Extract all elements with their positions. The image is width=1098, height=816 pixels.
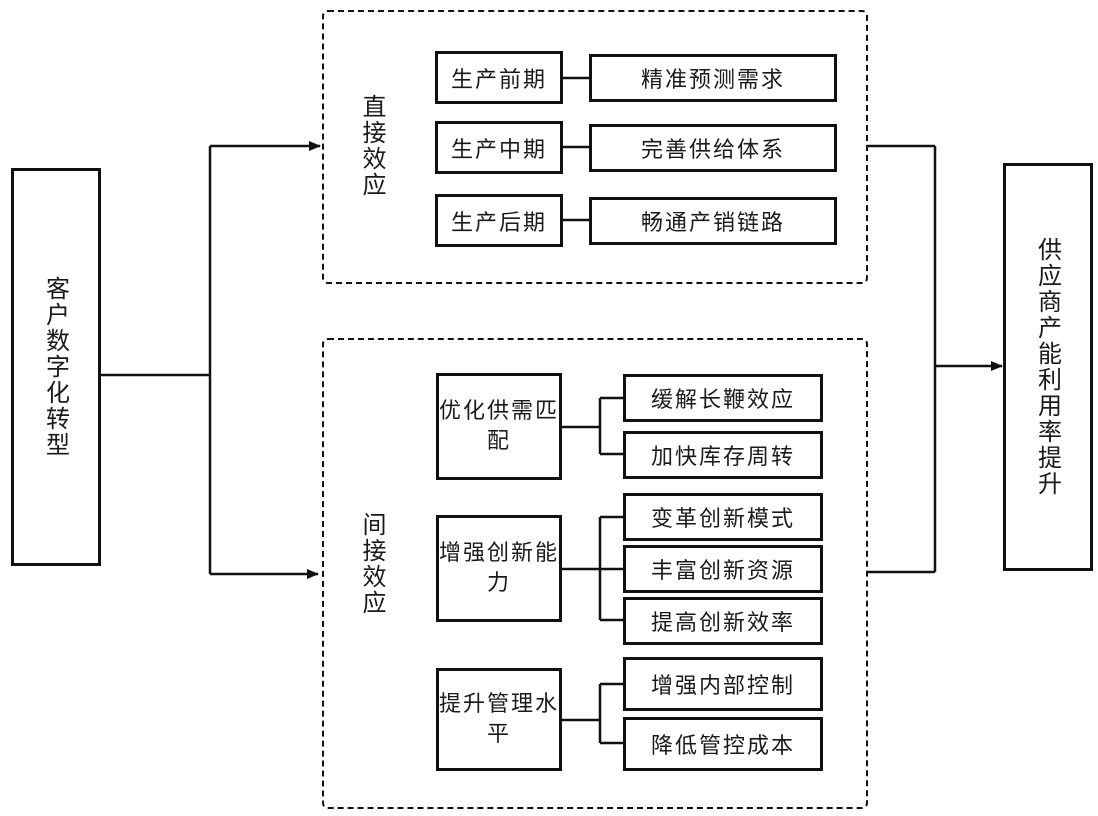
stage-label: 生产中期	[450, 137, 547, 163]
effect-box-sales-chain: 畅通产销链路	[589, 197, 837, 245]
target-box: 供应商产能利用率提升	[1003, 163, 1093, 571]
child-box-bullwhip: 缓解长鞭效应	[623, 374, 823, 422]
stage-label: 生产前期	[450, 67, 547, 93]
effect-label: 完善供给体系	[640, 138, 785, 163]
stage-label: 生产后期	[450, 210, 547, 236]
direct-effect-group	[322, 10, 868, 284]
mechanism-label: 提升管理水平	[439, 691, 560, 747]
bracket-mechanism-3	[561, 682, 624, 745]
mechanism-box-management: 提升管理水平	[436, 668, 562, 771]
effect-label: 精准预测需求	[640, 68, 785, 93]
child-label: 增强内部控制	[650, 674, 795, 699]
stage-box-mid-production: 生产中期	[435, 121, 563, 174]
effect-box-forecast-demand: 精准预测需求	[589, 54, 837, 102]
bracket-mechanism-2	[561, 515, 624, 622]
effect-label: 畅通产销链路	[640, 211, 785, 236]
mechanism-label: 增强创新能力	[439, 540, 560, 596]
child-box-inventory-turnover: 加快库存周转	[623, 431, 823, 479]
indirect-effect-group	[322, 338, 868, 809]
source-label: 客户数字化转型	[41, 276, 70, 458]
child-label: 降低管控成本	[650, 734, 795, 759]
child-box-innovation-efficiency: 提高创新效率	[623, 597, 823, 645]
mechanism-box-innovation: 增强创新能力	[436, 515, 562, 622]
mechanism-box-supply-demand: 优化供需匹配	[436, 373, 562, 480]
child-label: 丰富创新资源	[650, 559, 795, 584]
child-label: 缓解长鞭效应	[650, 388, 795, 413]
stage-box-post-production: 生产后期	[435, 194, 563, 247]
child-label: 提高创新效率	[650, 611, 795, 636]
stage-box-pre-production: 生产前期	[435, 51, 563, 104]
child-label: 加快库存周转	[650, 445, 795, 470]
effect-box-supply-system: 完善供给体系	[589, 124, 837, 172]
source-box: 客户数字化转型	[11, 168, 101, 566]
indirect-effect-label: 间接效应	[358, 512, 386, 616]
bracket-mechanism-1	[561, 396, 624, 456]
mechanism-label: 优化供需匹配	[439, 398, 560, 454]
child-box-innovation-mode: 变革创新模式	[623, 493, 823, 541]
child-label: 变革创新模式	[650, 507, 795, 532]
child-box-internal-control: 增强内部控制	[623, 657, 823, 711]
target-label: 供应商产能利用率提升	[1033, 237, 1062, 497]
child-box-innovation-resources: 丰富创新资源	[623, 545, 823, 593]
child-box-control-cost: 降低管控成本	[623, 717, 823, 771]
direct-effect-label: 直接效应	[358, 94, 386, 198]
